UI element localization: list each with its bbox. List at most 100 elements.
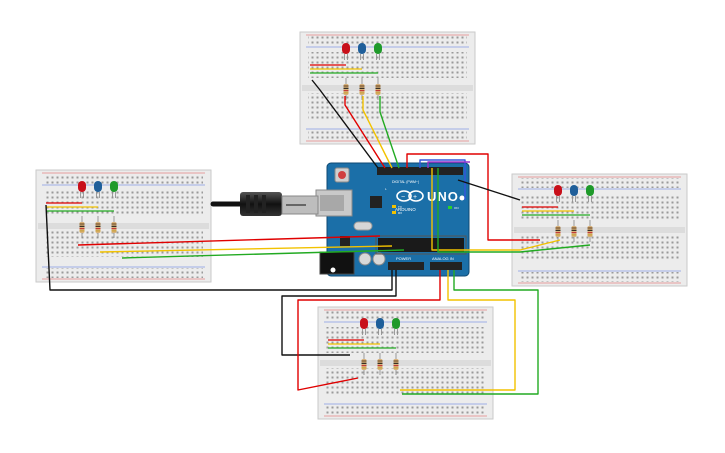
resistor[interactable] (587, 226, 593, 237)
resistor-band (393, 362, 399, 364)
resistor-band (587, 227, 593, 229)
center-channel (320, 360, 491, 366)
wire-green[interactable] (437, 168, 591, 253)
resistor-band (79, 228, 85, 230)
resistor-band (343, 85, 349, 87)
led-blue[interactable] (376, 318, 384, 329)
breadboard-top[interactable] (299, 31, 476, 145)
led-red[interactable] (360, 318, 368, 329)
resistor[interactable] (343, 84, 349, 95)
resistor-band (361, 367, 367, 369)
resistor-band (111, 225, 117, 227)
reset-button-cap (338, 171, 346, 179)
resistor-body (393, 359, 399, 370)
resistor-body (555, 226, 561, 237)
led-blue[interactable] (570, 185, 578, 196)
resistor-body (571, 226, 577, 237)
power-rail-holes (44, 268, 203, 278)
resistor-band (343, 90, 349, 92)
wire-yellow[interactable] (362, 96, 393, 169)
led-red[interactable] (78, 181, 86, 192)
resistor[interactable] (375, 84, 381, 95)
wire-red[interactable] (297, 270, 441, 391)
resistor-band (361, 365, 367, 367)
resistor-band (343, 92, 349, 94)
resistor[interactable] (571, 226, 577, 237)
resistor[interactable] (95, 222, 101, 233)
led-red[interactable] (554, 185, 562, 196)
wire-yellow[interactable] (99, 245, 393, 253)
wire-yellow[interactable] (400, 270, 516, 391)
capacitor (372, 252, 386, 266)
resistor-band (375, 90, 381, 92)
power-header (388, 262, 424, 270)
wire-black[interactable] (311, 79, 379, 169)
resistor-band (375, 87, 381, 89)
resistor-body (95, 222, 101, 233)
resistor[interactable] (377, 359, 383, 370)
resistor-band (587, 232, 593, 234)
led-blue[interactable] (358, 43, 366, 54)
wire-green[interactable] (379, 96, 400, 169)
wire-black[interactable] (45, 204, 393, 291)
resistor[interactable] (393, 359, 399, 370)
wire-green[interactable] (402, 270, 539, 395)
resistor-band (393, 367, 399, 369)
terminal-strip-lower (308, 93, 467, 119)
power-rail-holes (326, 405, 485, 415)
wire-yellow[interactable] (431, 168, 561, 251)
wire-red[interactable] (406, 153, 540, 241)
resistor-band (95, 223, 101, 225)
resistor[interactable] (79, 222, 85, 233)
resistor-band (79, 223, 85, 225)
resistor-band (377, 365, 383, 367)
breadboard-right[interactable] (511, 173, 688, 287)
resistor-body (111, 222, 117, 233)
breadboard-bottom[interactable] (317, 306, 494, 420)
resistor-body (359, 84, 365, 95)
wire-red[interactable] (77, 235, 381, 246)
arduino-uno-board[interactable]: − + UNO ARDUINO DIGITAL (PWM~) POWER ANA… (315, 162, 470, 277)
resistor-band (571, 234, 577, 236)
wires (45, 79, 591, 395)
resistor-band (111, 223, 117, 225)
resistor[interactable] (111, 222, 117, 233)
led-red[interactable] (342, 43, 350, 54)
wire-black[interactable] (281, 270, 397, 356)
wire-green[interactable] (121, 249, 405, 259)
resistor-band (377, 367, 383, 369)
wire-blue[interactable] (419, 159, 466, 200)
voltage-regulator (340, 236, 350, 246)
led-green[interactable] (392, 318, 400, 329)
resistor-band (555, 227, 561, 229)
resistor[interactable] (555, 226, 561, 237)
resistor-body (343, 84, 349, 95)
resistor-band (79, 225, 85, 227)
center-channel (38, 223, 209, 229)
resistor[interactable] (361, 359, 367, 370)
power-jack (319, 251, 355, 275)
digital-label: DIGITAL (PWM~) (392, 180, 419, 184)
led-green[interactable] (110, 181, 118, 192)
resistor-band (95, 228, 101, 230)
led-green[interactable] (374, 43, 382, 54)
power-rail-holes (326, 311, 485, 321)
mounting-hole (459, 195, 465, 201)
wire-red[interactable] (344, 96, 386, 169)
wire-black[interactable] (457, 179, 521, 201)
resistor-band (377, 362, 383, 364)
led-blue[interactable] (94, 181, 102, 192)
mounting-hole (330, 267, 336, 273)
led-green[interactable] (586, 185, 594, 196)
crystal (353, 221, 373, 231)
rx-led (392, 211, 396, 214)
usb-port-inner (320, 195, 344, 211)
wire-purple[interactable] (427, 161, 470, 168)
chip-socket (375, 235, 467, 255)
breadboard-left[interactable] (35, 169, 212, 283)
atmega-chip (378, 238, 464, 252)
resistor-body (361, 359, 367, 370)
resistor[interactable] (359, 84, 365, 95)
power-rail-holes (520, 272, 679, 282)
usb-cable-icon (210, 192, 319, 216)
